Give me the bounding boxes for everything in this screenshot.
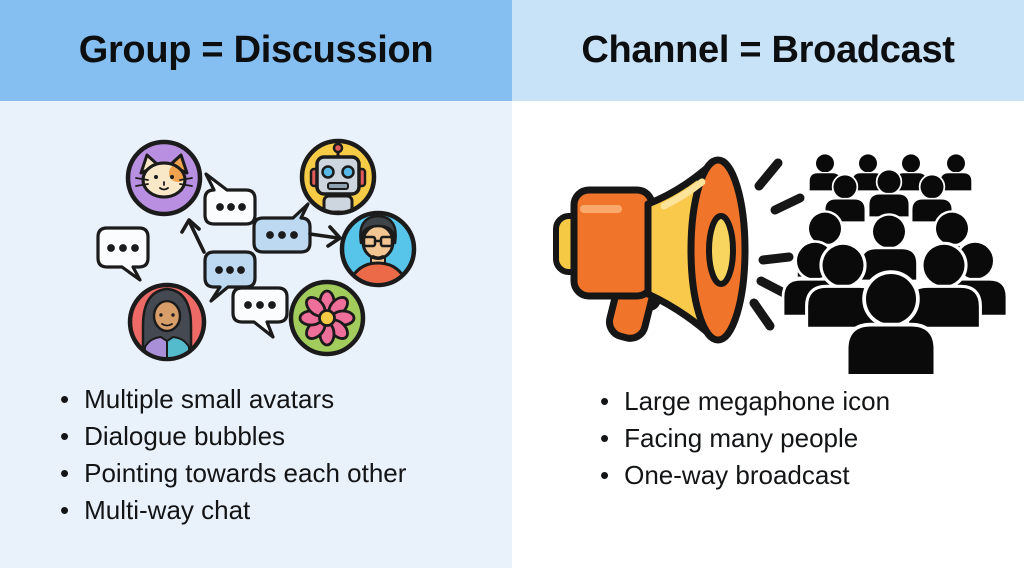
group-bullet-list: Multiple small avatars Dialogue bubbles … — [60, 381, 406, 529]
channel-header: Channel = Broadcast — [512, 0, 1024, 101]
group-header: Group = Discussion — [0, 0, 512, 101]
man-glasses-avatar — [339, 210, 417, 288]
woman-avatar — [127, 282, 207, 362]
channel-bullet-2: Facing many people — [600, 420, 890, 457]
group-title: Group = Discussion — [78, 29, 434, 71]
group-bullet-2: Dialogue bubbles — [60, 418, 406, 455]
group-bullet-1: Multiple small avatars — [60, 381, 406, 418]
group-bullet-4: Multi-way chat — [60, 492, 406, 529]
flower-avatar — [288, 279, 366, 357]
cat-avatar — [125, 139, 203, 217]
channel-bullet-3: One-way broadcast — [600, 457, 890, 494]
channel-bullet-1: Large megaphone icon — [600, 383, 890, 420]
channel-panel: Channel = Broadcast — [512, 0, 1024, 568]
channel-bullet-list: Large megaphone icon Facing many people … — [600, 383, 890, 494]
arrow-right-icon — [308, 225, 342, 248]
crowd-icon — [784, 153, 1005, 374]
robot-avatar — [299, 138, 377, 216]
group-discussion-illustration — [96, 138, 417, 362]
channel-title: Channel = Broadcast — [581, 29, 955, 71]
group-bullet-3: Pointing towards each other — [60, 455, 406, 492]
arrow-up-left-icon — [180, 218, 206, 254]
sound-waves-icon — [749, 158, 805, 331]
group-panel: Group = Discussion — [0, 0, 512, 568]
megaphone-icon — [553, 156, 749, 344]
channel-broadcast-illustration — [553, 153, 1024, 390]
speech-bubbles — [96, 172, 312, 339]
speech-bubble-white-bottom — [231, 286, 289, 339]
speech-bubble-white-top — [203, 172, 257, 226]
speech-bubble-blue-middle — [252, 202, 312, 254]
speech-bubble-blue-center — [203, 250, 257, 303]
speech-bubble-white-left — [96, 226, 150, 282]
